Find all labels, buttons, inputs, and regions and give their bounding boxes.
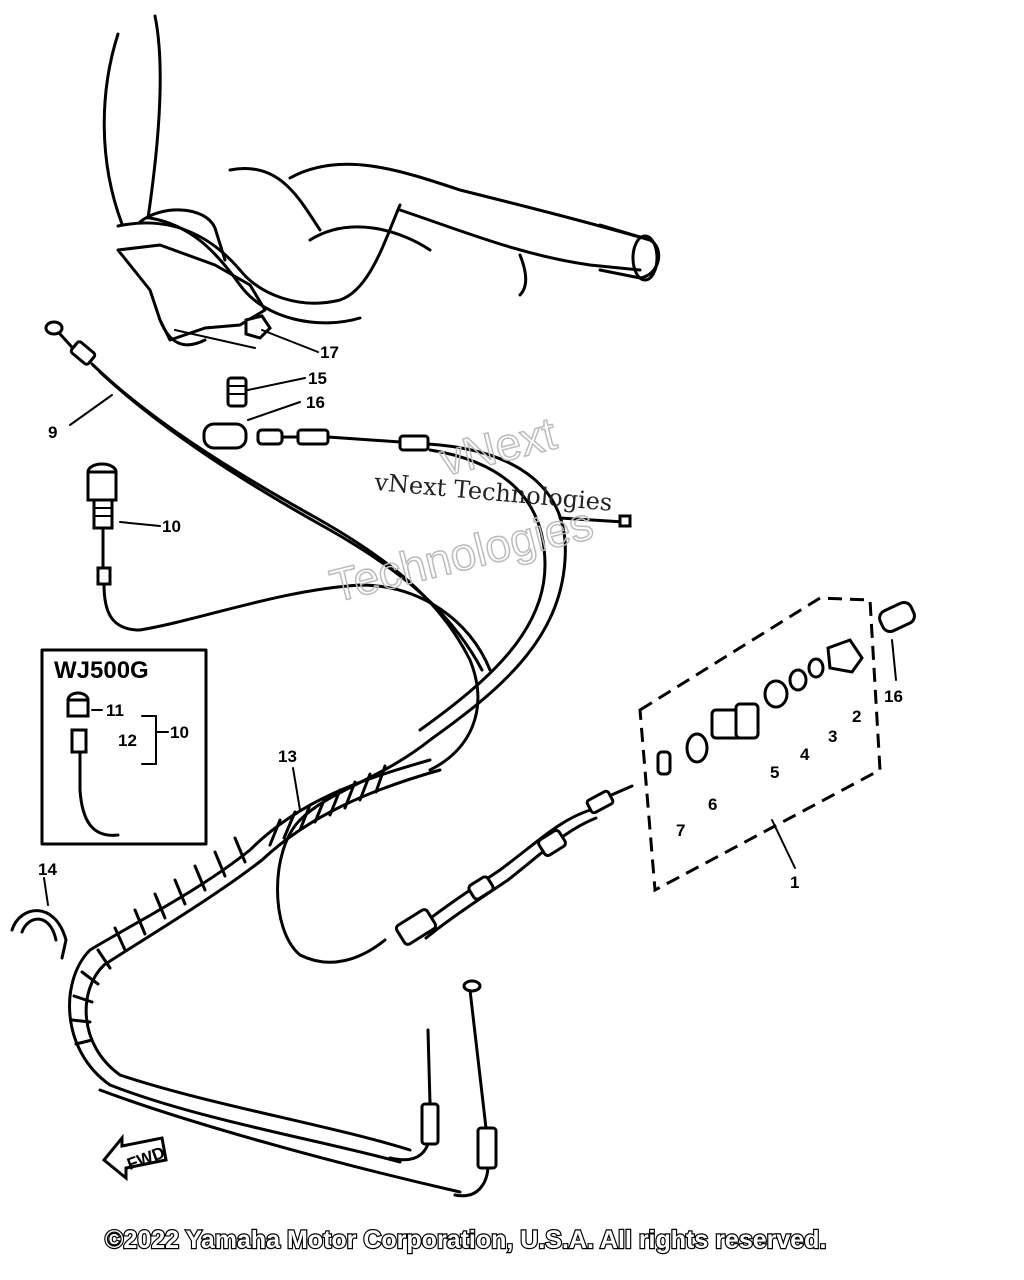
part-15-screw: 15 <box>226 369 327 408</box>
part-16-sleeve-top: 16 <box>202 393 325 450</box>
lower-cable-ends <box>388 979 498 1198</box>
callout-9: 9 <box>48 423 57 442</box>
part-14-clamp: 14 <box>10 860 68 960</box>
callout-13: 13 <box>278 747 297 766</box>
watermark: vNext Technologies vNext Technologies <box>324 406 613 613</box>
spiral-wrap <box>70 764 387 1046</box>
copyright-notice: ©2022 Yamaha Motor Corporation, U.S.A. A… <box>105 1226 826 1254</box>
part-1-assembly: 7 6 5 4 3 2 1 <box>638 596 882 893</box>
callout-2: 2 <box>852 707 861 726</box>
part-16-sleeve-right: 16 <box>878 600 916 706</box>
callout-12: 12 <box>118 731 137 750</box>
watermark-large-line2: Technologies <box>325 497 598 612</box>
callout-4: 4 <box>800 745 810 764</box>
part-1-cable <box>394 784 634 946</box>
callout-16-right: 16 <box>884 687 903 706</box>
callout-15: 15 <box>308 369 327 388</box>
inset-title: WJ500G <box>54 657 149 684</box>
inset-wj500g: WJ500G 11 12 10 <box>40 648 208 846</box>
part-17-nut: 17 <box>244 314 339 362</box>
callout-14: 14 <box>38 860 57 879</box>
callout-16-top: 16 <box>306 393 325 412</box>
switch-housing <box>116 208 267 349</box>
watermark-small: vNext Technologies <box>372 468 613 517</box>
cable-bundle: 13 <box>68 747 462 1194</box>
fwd-arrow: FWD <box>101 1133 168 1182</box>
callout-5: 5 <box>770 763 779 782</box>
callout-7: 7 <box>676 821 685 840</box>
callout-3: 3 <box>828 727 837 746</box>
callout-11: 11 <box>106 701 124 720</box>
handlebar <box>102 14 661 325</box>
callout-17: 17 <box>320 343 339 362</box>
callout-6: 6 <box>708 795 717 814</box>
cable-9: 9 <box>44 320 484 772</box>
callout-1: 1 <box>790 873 799 892</box>
part-10-choke: 10 <box>86 462 492 672</box>
callout-10-inset: 10 <box>170 723 189 742</box>
callout-10: 10 <box>162 517 181 536</box>
